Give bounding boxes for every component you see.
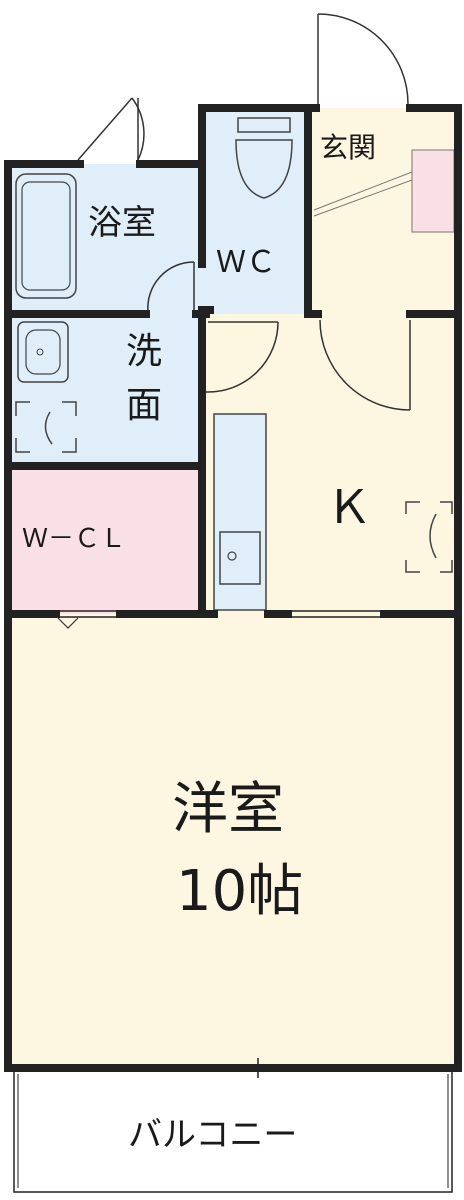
toilet-icon bbox=[235, 117, 293, 199]
bathroom-area bbox=[8, 164, 202, 314]
kitchen-door bbox=[319, 319, 411, 411]
washing-machine-space-icon bbox=[15, 401, 77, 453]
entrance-door bbox=[317, 13, 409, 105]
kitchen-sink-icon bbox=[219, 531, 261, 585]
closet-door-mark bbox=[57, 617, 79, 629]
room-label-western-room: 洋室 bbox=[172, 777, 284, 842]
room-label-washroom-2: 面 bbox=[126, 385, 163, 426]
western-room-area bbox=[8, 614, 458, 1068]
room-label-bathroom: 浴室 bbox=[88, 203, 156, 243]
toilet-area bbox=[202, 108, 308, 314]
walls bbox=[4, 104, 462, 1072]
room-label-washroom-1: 洗 bbox=[126, 331, 163, 372]
kitchen-counter bbox=[213, 413, 267, 611]
shoe-box bbox=[411, 149, 455, 233]
room-label-entrance: 玄関 bbox=[320, 131, 377, 164]
room-label-balcony: バルコニー bbox=[128, 1115, 298, 1155]
room-label-walkin-closet: Ｗ－ＣＬ bbox=[22, 524, 127, 554]
toilet-door bbox=[205, 321, 279, 393]
room-label-toilet: ＷＣ bbox=[216, 245, 276, 280]
room-label-western-room-size: 10帖 bbox=[176, 859, 304, 924]
bathtub-icon bbox=[15, 173, 77, 299]
bathroom-door-swing bbox=[77, 97, 145, 161]
sliding-door-lines bbox=[56, 610, 384, 1078]
balcony-area bbox=[13, 1069, 453, 1193]
washroom-area bbox=[8, 314, 202, 466]
walkin-closet-area bbox=[8, 466, 202, 614]
washbasin-icon bbox=[17, 321, 69, 383]
room-label-kitchen: Ｋ bbox=[326, 480, 372, 534]
refrigerator-space-icon bbox=[405, 501, 453, 573]
washroom-bath-door bbox=[147, 261, 195, 313]
